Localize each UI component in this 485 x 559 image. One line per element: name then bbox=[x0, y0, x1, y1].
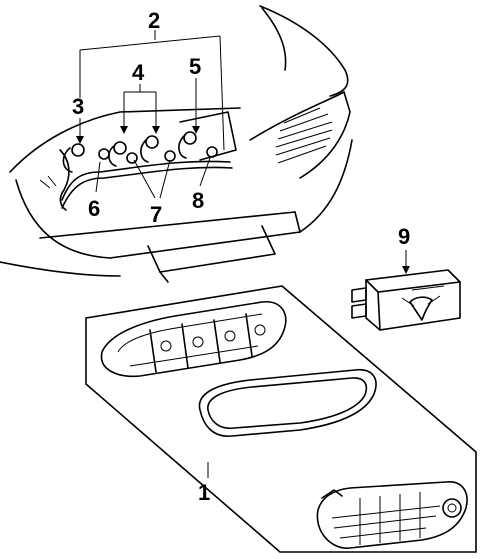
tail-lamp-panel bbox=[85, 285, 477, 553]
callout-5: 5 bbox=[189, 54, 201, 79]
wire-harness bbox=[59, 111, 237, 211]
callout-3: 3 bbox=[72, 94, 84, 119]
tail-lamp-housing bbox=[100, 301, 287, 378]
lamp-module bbox=[351, 250, 461, 331]
upper-leaders bbox=[76, 30, 225, 199]
callout-6: 6 bbox=[88, 196, 100, 221]
rear-bumper-body bbox=[0, 5, 353, 283]
callout-2: 2 bbox=[148, 8, 160, 33]
callout-4: 4 bbox=[132, 60, 145, 85]
side-marker-reflector bbox=[316, 481, 468, 549]
callout-7: 7 bbox=[150, 202, 162, 227]
callout-8: 8 bbox=[192, 188, 204, 213]
callout-labels: 1 2 3 4 5 6 7 8 9 bbox=[72, 8, 410, 505]
lens-gasket bbox=[198, 369, 377, 437]
callout-9: 9 bbox=[398, 224, 410, 249]
callout-1: 1 bbox=[198, 480, 210, 505]
